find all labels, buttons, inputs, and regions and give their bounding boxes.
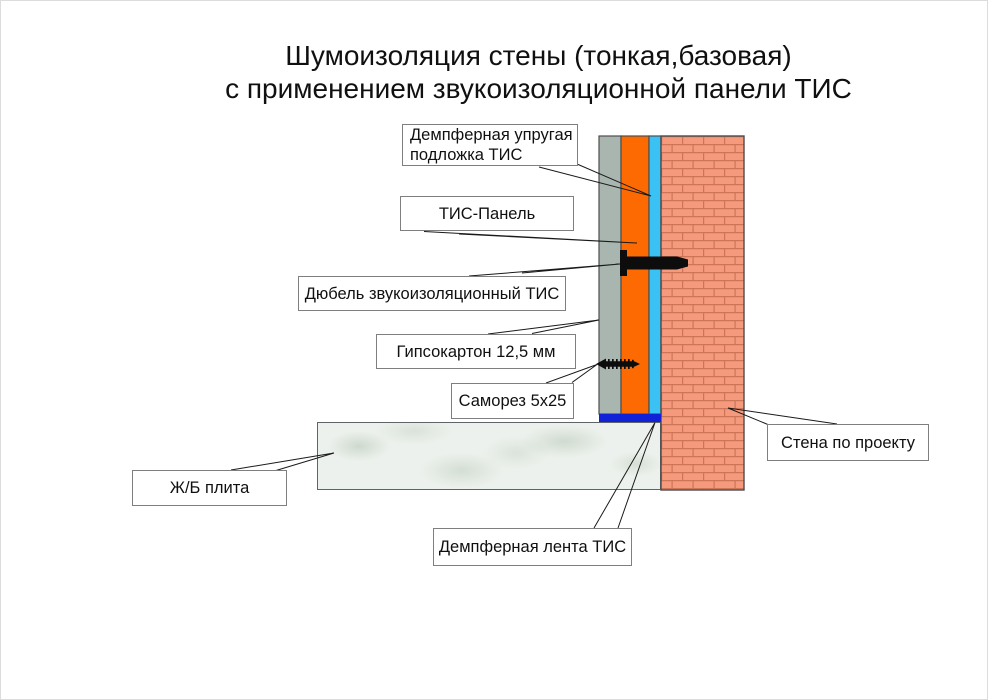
label-gypsum: Гипсокартон 12,5 мм	[396, 342, 556, 361]
damper-tape	[599, 414, 661, 422]
label-concrete-slab: Ж/Б плита	[169, 479, 250, 497]
brick-wall	[660, 135, 745, 491]
leader-underlay	[538, 163, 652, 197]
leader-screw	[545, 364, 598, 384]
leader-wall	[727, 407, 838, 426]
label-box-tis-panel: ТИС-Панель	[400, 196, 574, 231]
label-box-gypsum: Гипсокартон 12,5 мм	[376, 334, 576, 369]
leader-gypsum	[487, 319, 600, 335]
label-project-wall: Стена по проекту	[781, 433, 915, 452]
label-dowel: Дюбель звукоизоляционный ТИС	[304, 284, 560, 303]
leader-dowel	[468, 263, 621, 277]
title-line-1: Шумоизоляция стены (тонкая,базовая)	[285, 40, 792, 71]
damper-underlay-layer	[648, 135, 662, 415]
label-box-concrete-slab: Ж/Б плита	[132, 470, 287, 506]
title-line-2: с применением звукоизоляционной панели Т…	[225, 73, 852, 104]
label-damper-tape: Демпферная лента ТИС	[438, 538, 627, 556]
leader-slab	[230, 452, 335, 471]
dowel	[620, 250, 688, 276]
label-box-project-wall: Стена по проекту	[767, 424, 929, 461]
label-box-damper-tape: Демпферная лента ТИС	[433, 528, 632, 566]
screw	[596, 358, 640, 370]
gypsum-board-layer	[598, 135, 622, 415]
leader-tape	[593, 422, 656, 529]
label-tis-panel: ТИС-Панель	[438, 204, 536, 223]
label-screw: Саморез 5х25	[458, 392, 567, 410]
leader-panel	[423, 231, 638, 244]
label-box-screw: Саморез 5х25	[451, 383, 574, 419]
label-box-dowel: Дюбель звукоизоляционный ТИС	[298, 276, 566, 311]
label-damper-underlay: Демпферная упругая подложка ТИС	[410, 126, 573, 164]
label-box-damper-underlay: Демпферная упругая подложка ТИС	[402, 124, 578, 166]
diagram-title: Шумоизоляция стены (тонкая,базовая) с пр…	[101, 39, 976, 105]
